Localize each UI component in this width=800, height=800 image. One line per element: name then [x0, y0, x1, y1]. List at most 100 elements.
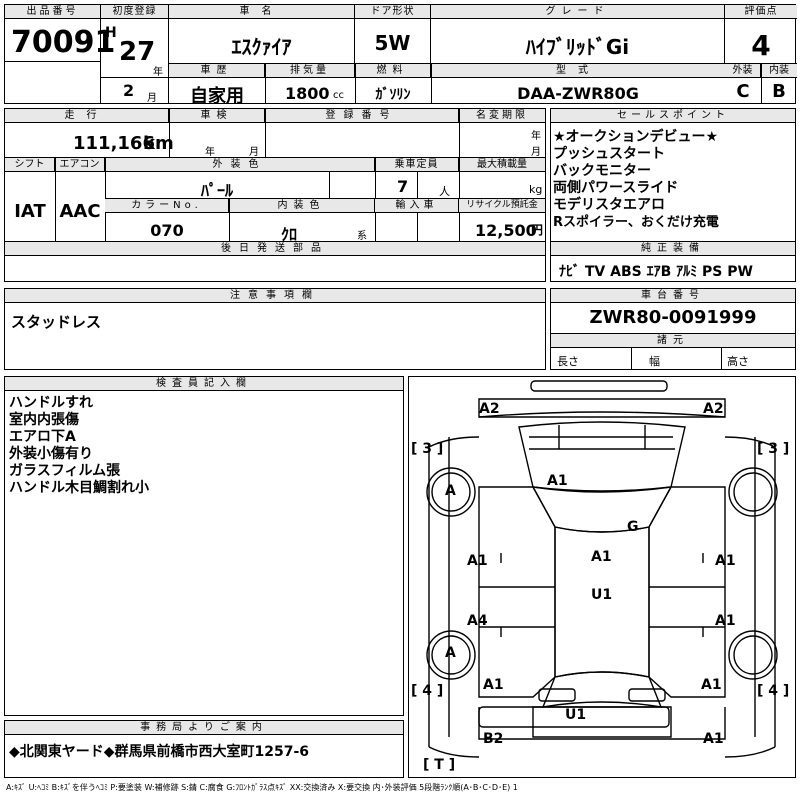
damage-glass: G — [627, 519, 639, 535]
exterior-label: 外装 — [725, 64, 761, 78]
office-text: ◆北関東ヤード◆群馬県前橋市西大室町1257-6 — [9, 744, 310, 760]
damage-left-rear-wheel: A — [445, 645, 456, 661]
damage-front-left: A2 — [479, 401, 500, 417]
header-block: 出品番号 70091 初度登録 H 27 年 2 月 車名 ｴｽｸｧｲｱ ドア形… — [4, 4, 797, 107]
sales-point-item: 両側パワースライド — [553, 180, 679, 196]
damage-bonnet: A1 — [547, 473, 568, 489]
capacity-unit: 人 — [439, 185, 450, 198]
model-value: DAA-ZWR80G — [517, 84, 639, 103]
recycle-label: リサイクル預託金 — [459, 199, 545, 213]
shift-value: IAT — [14, 201, 46, 222]
damage-roof2: U1 — [591, 587, 613, 603]
wheel-rear-right — [728, 630, 778, 680]
load-unit: kg — [529, 183, 543, 196]
capacity-label: 乗車定員 — [375, 158, 459, 172]
score-value: 4 — [751, 29, 771, 62]
damage-right-rear-door: A1 — [715, 613, 736, 629]
name-change-label: 名変期限 — [459, 109, 545, 123]
first-reg-cell: 初度登録 H 27 年 2 月 — [101, 5, 169, 104]
nc-month-unit: 月 — [531, 147, 541, 158]
history-value: 自家用 — [190, 86, 244, 107]
inspector-note: ハンドルすれ — [9, 395, 93, 411]
ins-year-unit: 年 — [205, 147, 215, 158]
sales-point-item: Rスポイラー、おくだけ充電 — [553, 215, 719, 230]
inspector-block: 検査員記入欄 ハンドルすれ 室内内張傷 エアロ下A 外装小傷有り ガラスフィルム… — [4, 376, 404, 716]
inspector-note: ガラスフィルム張 — [9, 463, 121, 479]
capacity-value: 7 — [397, 177, 409, 196]
office-label: 事務局よりご案内 — [5, 721, 403, 735]
damage-rear-bumper-right: A1 — [703, 731, 724, 747]
era-value: H — [105, 25, 117, 41]
wheel-front-right — [728, 467, 778, 517]
door-cell: ドア形状 5W — [355, 5, 431, 63]
interior-label: 内装 — [761, 64, 797, 78]
sales-point-item: ★オークションデビュー★ — [553, 129, 719, 145]
body-left-shape — [428, 447, 450, 747]
year-unit: 年 — [153, 67, 163, 78]
inspector-note: ハンドル木目鯛割れ小 — [9, 480, 149, 496]
bracket-left-bottom: [ 4 ] — [411, 683, 444, 699]
aircon-label: エアコン — [55, 158, 105, 172]
chassis-value: ZWR80-0091999 — [589, 307, 757, 328]
lot-no-label: 出品番号 — [5, 5, 100, 19]
car-diagram-svg — [426, 380, 778, 758]
damage-left-front-door: A1 — [467, 553, 488, 569]
cautions-label: 注意事項欄 — [5, 289, 545, 303]
sales-point-label: セールスポイント — [551, 109, 795, 123]
mid-left-block: 走行 車検 登録番号 名変期限 111,166 km 年 月 年 月 シフト エ… — [4, 108, 546, 282]
dim-height-label: 高さ — [727, 355, 749, 368]
displacement-value: 1800 — [285, 84, 330, 103]
dim-width-label: 幅 — [649, 355, 660, 368]
car-name-label: 車名 — [169, 5, 354, 19]
inspector-label: 検査員記入欄 — [5, 377, 403, 391]
bracket-t: [ T ] — [423, 757, 456, 773]
year-value: 27 — [119, 37, 156, 67]
aircon-value: AAC — [59, 201, 101, 222]
inspector-notes: ハンドルすれ 室内内張傷 エアロ下A 外装小傷有り ガラスフィルム張 ハンドル木… — [9, 395, 399, 497]
front-bumper-shape — [530, 380, 668, 392]
color-no-value: 070 — [150, 221, 184, 240]
inspection-label: 車検 — [169, 109, 265, 123]
interior-grade: B — [772, 81, 786, 102]
sales-point-block: セールスポイント ★オークションデビュー★ プッシュスタート バックモニター 両… — [550, 108, 796, 282]
score-cell: 評価点 4 外装 内装 C B — [725, 5, 797, 103]
dimensions-label: 諸元 — [551, 334, 795, 348]
cautions-value: スタッドレス — [11, 313, 102, 331]
sales-point-item: モデリスタエアロ — [553, 197, 665, 213]
wheel-rear-left — [426, 630, 476, 680]
color-no-label: カラーNo. — [105, 199, 229, 213]
car-name-value: ｴｽｸｧｲｱ — [231, 35, 292, 59]
sales-point-item: プッシュスタート — [553, 146, 665, 162]
damage-roof: A1 — [591, 549, 612, 565]
grade-value: ﾊｲﾌﾞﾘｯﾄﾞGi — [525, 35, 630, 59]
damage-trunk: U1 — [565, 707, 587, 723]
fuel-label: 燃料 — [355, 64, 431, 78]
bracket-left-top: [ 3 ] — [411, 441, 444, 457]
left-door-divider — [479, 586, 555, 628]
model-label: 型式 — [431, 64, 725, 78]
damage-left-front-wheel: A — [445, 483, 456, 499]
chassis-label: 車台番号 — [551, 289, 795, 303]
bracket-right-top: [ 3 ] — [757, 441, 790, 457]
month-value: 2 — [123, 81, 135, 100]
right-door-divider — [649, 586, 725, 628]
score-label: 評価点 — [725, 5, 797, 19]
deferred-label: 後日発送部品 — [5, 242, 545, 256]
dim-length-label: 長さ — [557, 355, 579, 368]
exterior-grade: C — [736, 81, 750, 102]
door-value: 5W — [374, 31, 411, 55]
bracket-right-bottom: [ 4 ] — [757, 683, 790, 699]
displacement-label: 排気量 — [265, 64, 355, 78]
mileage-unit: km — [143, 133, 174, 154]
ins-month-unit: 月 — [249, 147, 259, 158]
interior-color-label: 内装色 — [229, 199, 375, 213]
car-diagram-block: A2 A2 A1 G A1 U1 A1 A4 A1 A1 A A A1 A1 U… — [408, 376, 796, 778]
office-block: 事務局よりご案内 ◆北関東ヤード◆群馬県前橋市西大室町1257-6 — [4, 720, 404, 778]
inspector-note: 外装小傷有り — [9, 446, 93, 462]
grade-label: グレード — [431, 5, 724, 19]
cautions-block: 注意事項欄 スタッドレス — [4, 288, 546, 370]
rear-hatch-shape — [532, 706, 672, 738]
chassis-block: 車台番号 ZWR80-0091999 諸元 長さ 幅 高さ — [550, 288, 796, 370]
lot-no-cell: 出品番号 70091 — [5, 5, 115, 103]
first-reg-label: 初度登録 — [101, 5, 168, 19]
